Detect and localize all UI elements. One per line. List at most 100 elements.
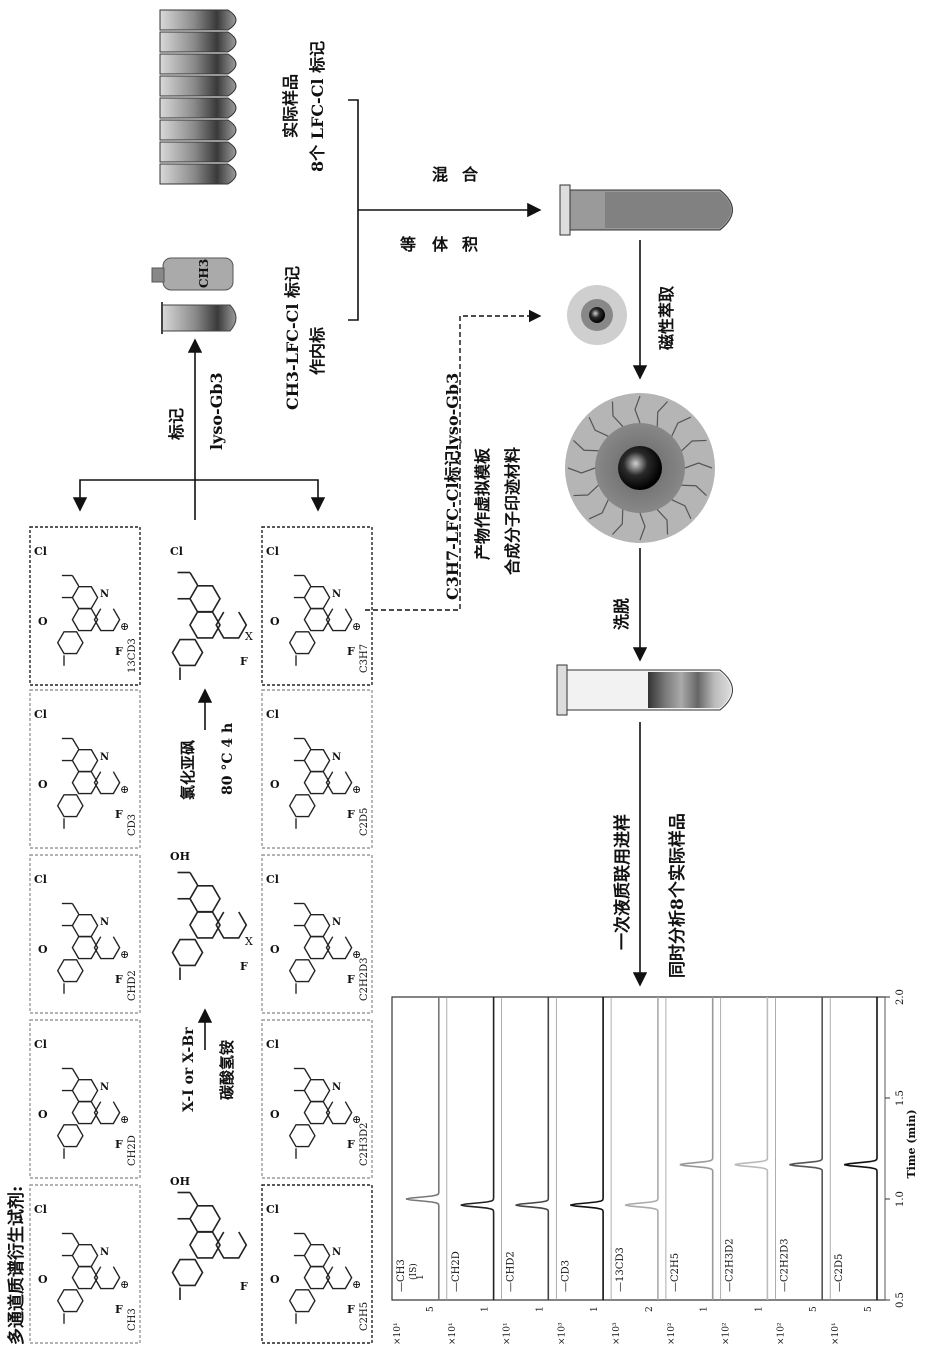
- atom-cl-top-4: Cl: [34, 545, 47, 558]
- atom-o-top-3: O: [38, 778, 48, 791]
- reagent-label-bottom-3: C2D5: [359, 808, 370, 836]
- mix-char-a: 等: [399, 235, 416, 254]
- atom-o-top-1: O: [38, 1108, 48, 1121]
- atom-f-bottom-4: F: [347, 645, 355, 658]
- channel-scale-CH2D: ×10¹: [448, 1322, 458, 1345]
- channel-tick-a-C2H3D2: 1: [754, 1306, 764, 1312]
- reagent-structure-bottom-0: [290, 1234, 352, 1324]
- atom-plus-top-2: ⊕: [120, 948, 129, 961]
- channel-name-C2H2D3: —C2H2D3: [779, 1239, 790, 1292]
- reaction-step1-bottom: 碳酸氢铵: [218, 1040, 236, 1100]
- atom-n-top-3: N: [100, 752, 109, 763]
- channel-scale-C2H3D2: ×10²: [722, 1322, 732, 1345]
- atom-f-top-3: F: [115, 808, 123, 821]
- reagent-structure-bottom-3: [290, 739, 352, 829]
- analysis-line2: 同时分析8个实际样品: [667, 813, 688, 978]
- reagent-structure-bottom-2: [290, 904, 352, 994]
- reagent-label-bottom-0: C2H5: [359, 1302, 370, 1331]
- atom-cl-bottom-3: Cl: [266, 708, 279, 721]
- channel-scale-C2D5: ×10¹: [831, 1322, 841, 1345]
- channel-name-13CD3: —13CD3: [615, 1247, 626, 1292]
- mix-char-e: 积: [462, 235, 478, 254]
- atom-n-bottom-3: N: [332, 752, 341, 763]
- channel-tick-a-C2D5: 5: [864, 1306, 874, 1312]
- atom-f-bottom-1: F: [347, 1138, 355, 1151]
- atom-cl-top-0: Cl: [34, 1203, 47, 1216]
- chromatogram-panel: —CH3(IS)×10¹51—CH2D×10¹1—CHD2×10¹1—CD3×1…: [392, 989, 918, 1345]
- reagent-label-bottom-1: C2H3D2: [359, 1123, 370, 1166]
- mix-char-c: 体: [432, 235, 449, 254]
- atom-plus-top-3: ⊕: [120, 783, 129, 796]
- atom-plus-bottom-4: ⊕: [352, 620, 361, 633]
- mixed-sample-tube-icon: [560, 185, 733, 235]
- atom-n-bottom-0: N: [332, 1247, 341, 1258]
- atom-cl-top-3: Cl: [34, 708, 47, 721]
- sample-tube-icon-6: [160, 120, 236, 140]
- atom-o-bottom-3: O: [270, 778, 280, 791]
- internal-standard-line2: 作内标: [308, 327, 327, 375]
- channel-tick-a-CHD2: 1: [535, 1306, 545, 1312]
- mix-char-b: 混: [432, 165, 448, 184]
- atom-plus-bottom-0: ⊕: [352, 1278, 361, 1291]
- atom-cl-bottom-0: Cl: [266, 1203, 279, 1216]
- atom-n-top-4: N: [100, 589, 109, 600]
- channel-tick-a-CH3: 5: [426, 1306, 436, 1312]
- sample-tubes: [160, 10, 236, 184]
- mip-loaded-particle-icon: [565, 393, 715, 543]
- sample-tube-icon-8: [160, 164, 236, 184]
- sample-tube-icon-2: [160, 32, 236, 52]
- channel-name-C2H3D2: —C2H3D2: [725, 1239, 736, 1292]
- time-tick-1: 1.0: [895, 1191, 906, 1207]
- atom-n-bottom-2: N: [332, 917, 341, 928]
- reaction-step2-top: 氯化亚砜: [179, 740, 197, 800]
- atom-o-bottom-2: O: [270, 943, 280, 956]
- atom-f-product: F: [240, 655, 248, 668]
- atom-cl-bottom-1: Cl: [266, 1038, 279, 1051]
- atom-o-top-4: O: [38, 615, 48, 628]
- chromatogram-frame: [392, 997, 885, 1300]
- channel-tick-a-C2H2D3: 5: [809, 1306, 819, 1312]
- reagent-label-top-0: CH3: [127, 1308, 138, 1331]
- reagent-structure-top-2: [58, 904, 120, 994]
- reagent-structure-bottom-4: [290, 576, 352, 666]
- eluted-tube-icon: [557, 665, 733, 715]
- channel-scale-C2H2D3: ×10²: [776, 1322, 786, 1345]
- atom-x-product: X: [245, 630, 253, 643]
- channel-tick-a-13CD3: 2: [645, 1306, 655, 1312]
- mip-small-particle-icon: [567, 285, 627, 345]
- elution-label: 洗脱: [612, 598, 631, 630]
- label-step-top: 标记: [167, 408, 186, 441]
- atom-n-bottom-4: N: [332, 589, 341, 600]
- atom-o-bottom-0: O: [270, 1273, 280, 1286]
- mip-line2: 产物作虚拟模板: [473, 447, 492, 560]
- sample-tube-icon-1: [160, 10, 236, 30]
- atom-f-bottom-2: F: [347, 973, 355, 986]
- mip-line1: C3H7-LFC-Cl标记lyso-Gb3: [443, 373, 462, 600]
- atom-f-bottom-3: F: [347, 808, 355, 821]
- atom-x-mid: X: [245, 935, 253, 948]
- channel-name-CH2D: —CH2D: [451, 1251, 462, 1292]
- atom-o-bottom-1: O: [270, 1108, 280, 1121]
- starting-acid-structure: [173, 1193, 247, 1301]
- reagent-label-top-2: CHD2: [127, 970, 138, 1001]
- sample-tube-icon-4: [160, 76, 236, 96]
- sample-tube-icon-7: [160, 142, 236, 162]
- time-tick-0: 0.5: [895, 1292, 906, 1308]
- reagent-structure-top-0: [58, 1234, 120, 1324]
- atom-plus-top-0: ⊕: [120, 1278, 129, 1291]
- channel-scale-CD3: ×10³: [557, 1322, 567, 1345]
- magnetic-label: 磁性萃取: [657, 286, 676, 350]
- internal-standard-tube-icon: [162, 305, 236, 331]
- mix-char-d: 合: [462, 165, 479, 184]
- atom-oh-mid: OH: [170, 850, 190, 863]
- atom-cl-top-1: Cl: [34, 1038, 47, 1051]
- internal-standard-group: CH3 CH3-LFC-Cl 标记 作内标: [152, 258, 327, 410]
- atom-f-start: F: [240, 1280, 248, 1293]
- atom-n-top-1: N: [100, 1082, 109, 1093]
- atom-f-bottom-0: F: [347, 1303, 355, 1316]
- time-tick-2: 1.5: [895, 1090, 906, 1106]
- atom-n-bottom-1: N: [332, 1082, 341, 1093]
- channel-name-C2H5: —C2H5: [670, 1253, 681, 1292]
